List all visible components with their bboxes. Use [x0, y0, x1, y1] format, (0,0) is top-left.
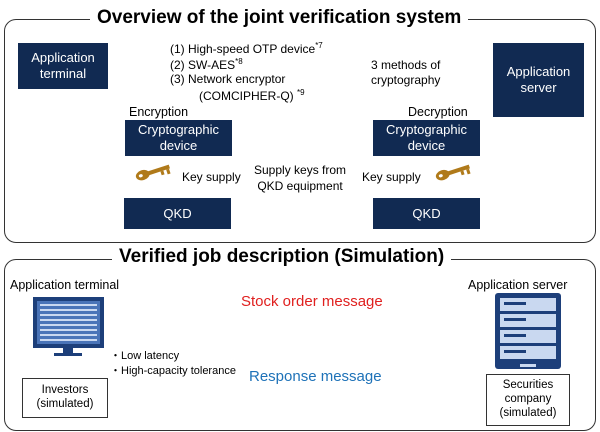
bullet-low-latency: ・Low latency	[110, 350, 180, 362]
key-supply-label-right: Key supply	[362, 170, 421, 184]
key-supply-label-left: Key supply	[182, 170, 241, 184]
stock-order-label: Stock order message	[241, 293, 383, 310]
method-3-product: (COMCIPHER-Q) *9	[199, 88, 305, 103]
bottom-app-terminal-label: Application terminal	[10, 278, 120, 292]
application-server-label: Application server	[506, 64, 571, 95]
method-3: (3) Network encryptor	[170, 72, 286, 86]
overview-title: Overview of the joint verification syste…	[90, 7, 469, 29]
application-server-box: Application server	[493, 43, 584, 117]
crypto-device-encryption: Cryptographic device	[125, 120, 232, 156]
bottom-app-server-label: Application server	[468, 278, 568, 292]
method-1: (1) High-speed OTP device*7	[170, 41, 323, 56]
qkd-left-label: QKD	[163, 205, 192, 221]
job-title: Verified job description (Simulation)	[112, 246, 452, 268]
method-2: (2) SW-AES*8	[170, 57, 243, 72]
crypto-device-decryption: Cryptographic device	[373, 120, 480, 156]
qkd-left: QKD	[124, 198, 231, 229]
qkd-right: QKD	[373, 198, 480, 229]
investors-box: Investors (simulated)	[22, 378, 108, 418]
crypto-device-decryption-label: Cryptographic device	[386, 122, 467, 153]
methods-summary: 3 methods of cryptography	[371, 58, 441, 87]
response-bits: 101110010011110	[232, 394, 356, 410]
application-terminal-label: Application terminal	[31, 50, 95, 81]
encryption-label: Encryption	[129, 105, 189, 119]
supply-keys-label: Supply keys from QKD equipment	[254, 163, 347, 193]
securities-company-box: Securities company (simulated)	[486, 374, 570, 426]
bullet-high-capacity: ・High-capacity tolerance	[110, 365, 236, 377]
application-terminal-box: Application terminal	[18, 43, 108, 89]
qkd-right-label: QKD	[412, 205, 441, 221]
response-label: Response message	[249, 368, 382, 385]
crypto-device-encryption-label: Cryptographic device	[138, 122, 219, 153]
stock-order-bits: 011010011101100	[232, 318, 357, 334]
decryption-label: Decryption	[408, 105, 468, 119]
